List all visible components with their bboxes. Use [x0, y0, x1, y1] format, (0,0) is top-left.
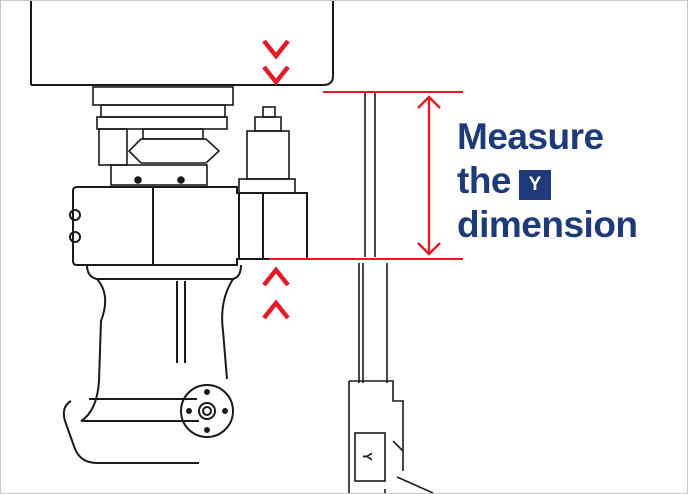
flange	[92, 86, 234, 186]
stud	[238, 106, 296, 194]
gauge-y-label: Y	[359, 452, 375, 461]
reference-lines	[269, 91, 463, 260]
body-block	[69, 186, 308, 280]
dimension-arrow	[417, 95, 441, 256]
spindle-housing	[30, 1, 334, 86]
callout-line-dimension: dimension	[457, 204, 638, 245]
chevron-up-icon	[262, 266, 290, 320]
y-badge: Y	[519, 170, 551, 200]
angle-head	[62, 278, 234, 464]
callout-word-the: the	[457, 160, 512, 201]
callout-line-measure: Measure	[457, 116, 604, 157]
height-gauge	[348, 93, 434, 493]
chevron-down-icon	[262, 39, 290, 86]
